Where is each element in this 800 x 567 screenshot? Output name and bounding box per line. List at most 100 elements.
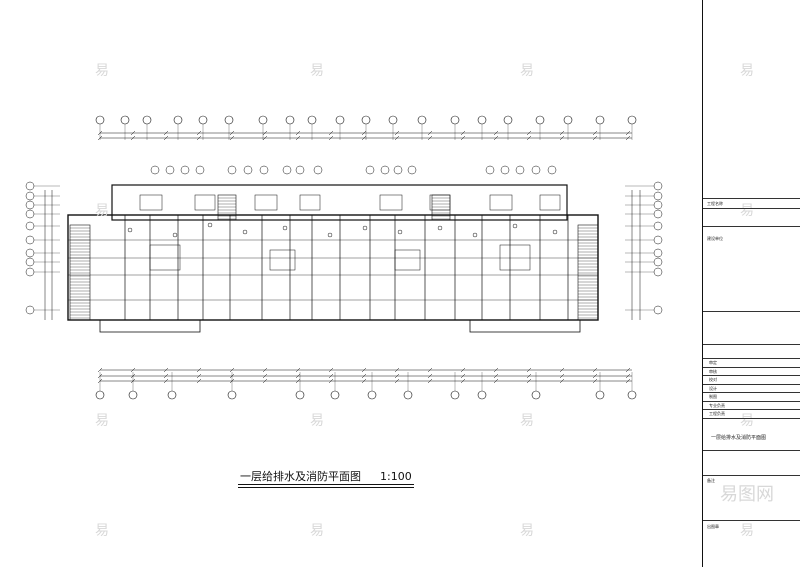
axis-bubble (128, 390, 138, 400)
dimension-tick (625, 367, 631, 373)
dimension-tick (493, 373, 499, 379)
axis-bubble (330, 390, 340, 400)
axis-bubble (653, 305, 663, 315)
plan-walls (67, 184, 599, 333)
stairwell (431, 194, 451, 221)
axis-bubble (563, 115, 573, 125)
axis-bubble (485, 165, 495, 175)
dimension-tick (394, 130, 400, 136)
dimension-tick (295, 367, 301, 373)
plan-rooms (127, 194, 561, 271)
caption-title: 一层给排水及消防平面图 (240, 470, 361, 483)
dimension-tick (394, 367, 400, 373)
tb-divider (703, 311, 800, 312)
tb-field-row (703, 358, 800, 359)
tb-field-label: 专业负责 (709, 402, 725, 408)
axis-bubble (367, 390, 377, 400)
upper-wall (111, 184, 568, 221)
dimension-tick (460, 135, 466, 141)
tb-field-row (703, 366, 800, 368)
axis-bubble (531, 390, 541, 400)
axis-bubble (120, 115, 130, 125)
watermark-glyph: 易 (95, 413, 109, 429)
axis-bubble (595, 390, 605, 400)
fixture-symbol (172, 232, 178, 238)
axis-bubble (25, 221, 35, 231)
tb-field-label: 设计 (709, 385, 717, 391)
dimension-tick (394, 378, 400, 384)
dimension-tick (493, 130, 499, 136)
left-axis-bubbles (25, 181, 60, 315)
fixture-symbol (127, 227, 133, 233)
axis-bubble (258, 115, 268, 125)
fixture-symbol (397, 229, 403, 235)
dimension-tick (295, 135, 301, 141)
dimension-tick (427, 378, 433, 384)
room-box (194, 194, 216, 211)
dimension-tick (361, 378, 367, 384)
axis-bubble (503, 115, 513, 125)
axis-bubble (653, 257, 663, 267)
axis-bubble (25, 209, 35, 219)
dimension-tick (361, 367, 367, 373)
tb-field-label: 校对 (709, 377, 717, 382)
dimension-tick (196, 135, 202, 141)
axis-bubble (95, 390, 105, 400)
room-box (499, 244, 531, 271)
tb-drawing-name: 一层给排水及消防平面图 (711, 435, 767, 441)
dimension-tick (163, 367, 169, 373)
dimension-lines (44, 130, 641, 384)
dimension-tick (460, 373, 466, 379)
dimension-tick (229, 373, 235, 379)
tb-divider (703, 418, 800, 419)
room-box (254, 194, 278, 211)
room-box (269, 249, 296, 271)
watermark-glyph: 易 (310, 413, 324, 429)
axis-bubble (295, 390, 305, 400)
tb-field-label: 审核 (709, 368, 717, 374)
axis-bubble (335, 115, 345, 125)
watermark-glyph: 易 (520, 523, 534, 539)
watermark-glyph: 易 (95, 63, 109, 79)
dimension-tick (559, 135, 565, 141)
watermark-glyph: 易 (740, 63, 754, 79)
dimension-tick (592, 130, 598, 136)
tb-divider (703, 520, 800, 521)
stairwell (69, 224, 91, 321)
tb-field-label: 制图 (709, 394, 717, 399)
dimension-tick (493, 378, 499, 384)
dimension-tick (97, 130, 103, 136)
axis-bubble (282, 165, 292, 175)
axis-bubble (150, 165, 160, 175)
bottom-axis-bubbles (95, 372, 637, 400)
right-axis-bubbles (625, 181, 663, 315)
axis-bubble (25, 181, 35, 191)
tb-field-row (703, 409, 800, 410)
fixture-symbol (437, 225, 443, 231)
dimension-tick (229, 135, 235, 141)
axis-bubble (195, 165, 205, 175)
axis-bubble (180, 165, 190, 175)
axis-bubble (95, 115, 105, 125)
fixture-symbol (242, 229, 248, 235)
dimension-tick (97, 367, 103, 373)
axis-bubble (259, 165, 269, 175)
dimension-tick (625, 130, 631, 136)
dimension-tick (526, 373, 532, 379)
dimension-tick (526, 130, 532, 136)
tb-field-label: 工程负责 (709, 411, 725, 416)
dimension-tick (328, 378, 334, 384)
dimension-tick (130, 378, 136, 384)
tb-divider (703, 226, 800, 227)
dimension-tick (427, 367, 433, 373)
room-box (139, 194, 163, 211)
dimension-tick (460, 367, 466, 373)
stairwell (217, 194, 237, 221)
axis-bubble (407, 165, 417, 175)
exterior-wall (67, 214, 599, 321)
dimension-tick (427, 130, 433, 136)
dimension-tick (625, 378, 631, 384)
axis-bubble (227, 165, 237, 175)
dimension-tick (361, 373, 367, 379)
